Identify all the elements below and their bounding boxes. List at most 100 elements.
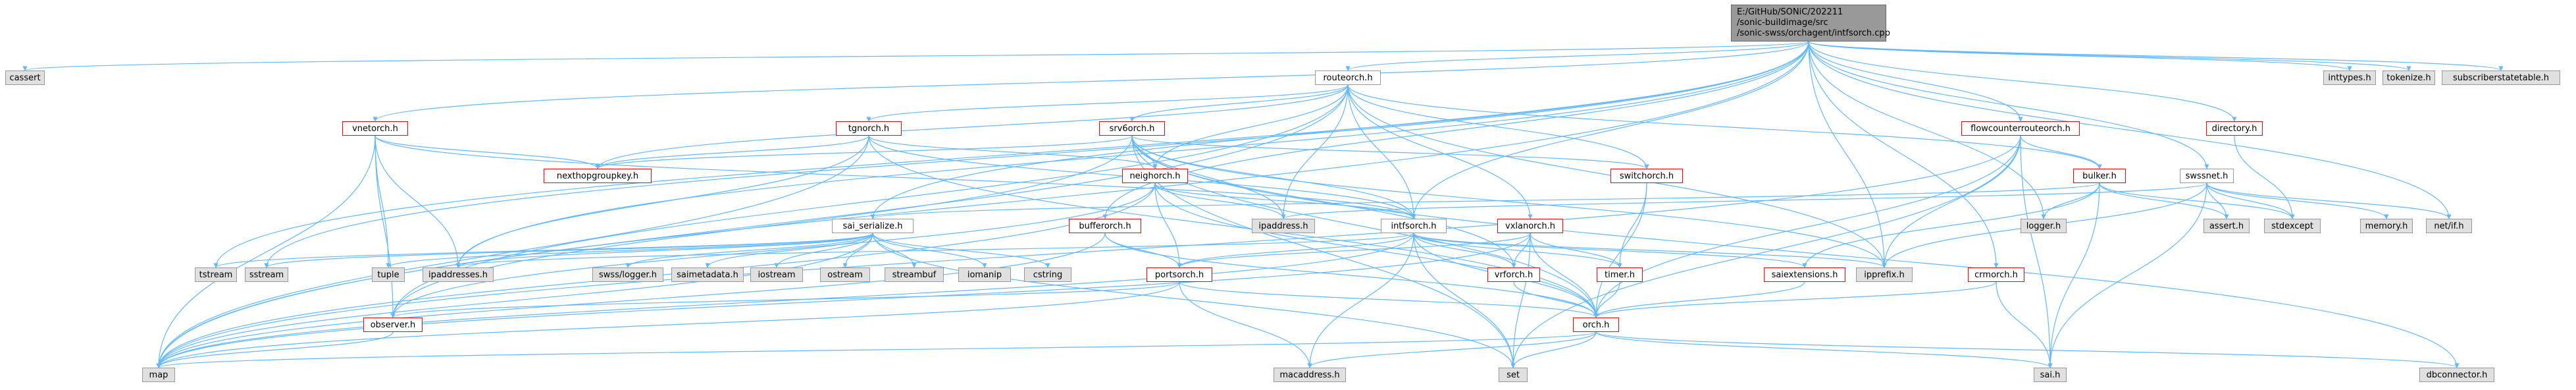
node-observer[interactable]: observer.h — [363, 318, 423, 332]
node-netif[interactable]: net/if.h — [2426, 219, 2472, 233]
edge-root-to-intfsorch — [1411, 41, 1809, 219]
node-cstring[interactable]: cstring — [1024, 267, 1071, 282]
edge-vnetorch-to-observer — [374, 135, 396, 318]
edge-srv6orch-to-observer — [390, 135, 1133, 318]
edge-swssnet-to-assert — [2206, 182, 2229, 219]
node-vxlanorch[interactable]: vxlanorch.h — [1497, 219, 1563, 233]
edge-routeorch-to-vxlanorch — [1347, 84, 1533, 219]
edge-root-to-logger — [1808, 41, 2046, 219]
node-swssnet[interactable]: swssnet.h — [2180, 169, 2234, 183]
edge-portsorch-to-orch — [1179, 281, 1599, 318]
node-directory[interactable]: directory.h — [2206, 121, 2263, 136]
edge-vnetorch-to-tuple — [374, 135, 391, 268]
edge-srv6orch-to-nexthopgroupkey — [595, 135, 1133, 169]
node-ipaddresses[interactable]: ipaddresses.h — [423, 267, 494, 282]
edge-root-to-flowcounterrouteorch — [1808, 41, 2023, 122]
node-inttypes[interactable]: inttypes.h — [2323, 70, 2376, 85]
edge-root-to-sstream — [264, 41, 1809, 268]
edge-swssnet-to-stdexcept — [2206, 182, 2295, 219]
edge-srv6orch-to-ipprefix — [1131, 135, 1887, 268]
node-saimetadata[interactable]: saimetadata.h — [671, 267, 744, 282]
node-sstream[interactable]: sstream — [245, 267, 288, 282]
edge-vnetorch-to-nexthopgroupkey — [374, 135, 600, 169]
edge-routeorch-to-map — [156, 84, 1349, 368]
node-swsslogger[interactable]: swss/logger.h — [592, 267, 663, 282]
node-subscriberstatetable[interactable]: subscriberstatetable.h — [2442, 70, 2560, 85]
edge-bulker-to-assert — [2099, 182, 2229, 219]
node-stdexcept[interactable]: stdexcept — [2264, 219, 2321, 233]
node-srv6orch[interactable]: srv6orch.h — [1099, 121, 1165, 136]
node-sai[interactable]: sai.h — [2034, 368, 2067, 382]
edge-root-to-inttypes — [1808, 41, 2352, 71]
edge-swssnet-to-ipaddress — [1281, 182, 2207, 219]
edge-root-to-ipaddresses — [455, 41, 1809, 268]
edge-vxlanorch-to-orch — [1530, 233, 1599, 318]
node-tuple[interactable]: tuple — [372, 267, 405, 282]
node-flowcounterrouteorch[interactable]: flowcounterrouteorch.h — [1961, 121, 2080, 136]
edge-vnetorch-to-intfsorch — [374, 135, 1416, 219]
edge-bulker-to-saiextensions — [1802, 182, 2100, 268]
node-vnetorch[interactable]: vnetorch.h — [342, 121, 408, 136]
edge-vxlanorch-to-portsorch — [1177, 233, 1531, 268]
node-set[interactable]: set — [1499, 368, 1528, 382]
edge-sai_serialize-to-cstring — [872, 233, 1050, 268]
edge-observer-to-map — [156, 331, 394, 368]
node-ostream[interactable]: ostream — [820, 267, 870, 282]
edge-orch-to-set — [1510, 331, 1597, 368]
edge-routeorch-to-bulker — [1347, 84, 2102, 169]
edge-root-to-swssnet — [1808, 41, 2209, 169]
node-cassert[interactable]: cassert — [5, 70, 45, 85]
node-iomanip[interactable]: iomanip — [958, 267, 1011, 282]
edge-sai_serialize-to-set — [872, 233, 1516, 368]
node-routeorch[interactable]: routeorch.h — [1315, 70, 1381, 85]
node-saiextensions[interactable]: saiextensions.h — [1764, 267, 1845, 282]
node-bufferorch[interactable]: bufferorch.h — [1069, 219, 1141, 233]
node-dbconnector[interactable]: dbconnector.h — [2419, 368, 2494, 382]
node-sai-serialize[interactable]: sai_serialize.h — [832, 219, 914, 233]
edge-intfsorch-to-ipaddresses — [455, 233, 1414, 268]
edge-orch-to-map — [156, 331, 1597, 368]
node-macaddress[interactable]: macaddress.h — [1274, 368, 1346, 382]
edge-sai_serialize-to-ipaddresses — [455, 233, 873, 268]
node-nexthopgroupkey[interactable]: nexthopgroupkey.h — [544, 169, 652, 183]
node-map[interactable]: map — [142, 368, 175, 382]
node-root-intfsorch-cpp[interactable]: E:/GitHub/SONiC/202211 /sonic-buildimage… — [1731, 5, 1890, 42]
node-tokenize[interactable]: tokenize.h — [2383, 70, 2435, 85]
node-ipprefix[interactable]: ipprefix.h — [1856, 267, 1913, 282]
node-streambuf[interactable]: streambuf — [885, 267, 944, 282]
edge-root-to-subscriberstatetable — [1808, 41, 2504, 71]
node-orch[interactable]: orch.h — [1573, 318, 1619, 332]
edge-crmorch-to-sai — [1996, 281, 2053, 368]
edge-portsorch-to-macaddress — [1179, 281, 1312, 368]
edge-flowcounterrouteorch-to-map — [156, 135, 2021, 368]
node-assert[interactable]: assert.h — [2203, 219, 2250, 233]
edge-root-to-cassert — [23, 41, 1809, 71]
edge-intfsorch-to-set — [1413, 233, 1516, 368]
node-switchorch[interactable]: switchorch.h — [1610, 169, 1683, 183]
edge-routeorch-to-switchorch — [1347, 84, 1649, 169]
node-memory[interactable]: memory.h — [2360, 219, 2413, 233]
node-vrforch[interactable]: vrforch.h — [1487, 267, 1540, 282]
node-tgnorch[interactable]: tgnorch.h — [836, 121, 902, 136]
node-crmorch[interactable]: crmorch.h — [1968, 267, 2024, 282]
node-timer[interactable]: timer.h — [1597, 267, 1643, 282]
edge-flowcounterrouteorch-to-orch — [1593, 135, 2021, 318]
node-ipaddress[interactable]: ipaddress.h — [1252, 219, 1315, 233]
edge-intfsorch-to-macaddress — [1307, 233, 1414, 368]
node-neighorch[interactable]: neighorch.h — [1122, 169, 1188, 183]
node-tstream[interactable]: tstream — [195, 267, 237, 282]
edge-bulker-to-sai — [2048, 182, 2100, 368]
node-iostream[interactable]: iostream — [750, 267, 803, 282]
node-bulker[interactable]: bulker.h — [2073, 169, 2126, 183]
node-logger[interactable]: logger.h — [2021, 219, 2067, 233]
edge-neighorch-to-ipaddress — [1154, 182, 1286, 219]
edge-timer-to-orch — [1593, 281, 1620, 318]
edge-intfsorch-to-map — [156, 233, 1414, 368]
node-intfsorch[interactable]: intfsorch.h — [1381, 219, 1447, 233]
edge-root-to-vnetorch — [373, 41, 1809, 122]
edge-flowcounterrouteorch-to-set — [1510, 135, 2021, 368]
edge-directory-to-stdexcept — [2234, 135, 2295, 219]
node-portsorch[interactable]: portsorch.h — [1146, 267, 1212, 282]
edge-flowcounterrouteorch-to-bulker — [2020, 135, 2102, 169]
